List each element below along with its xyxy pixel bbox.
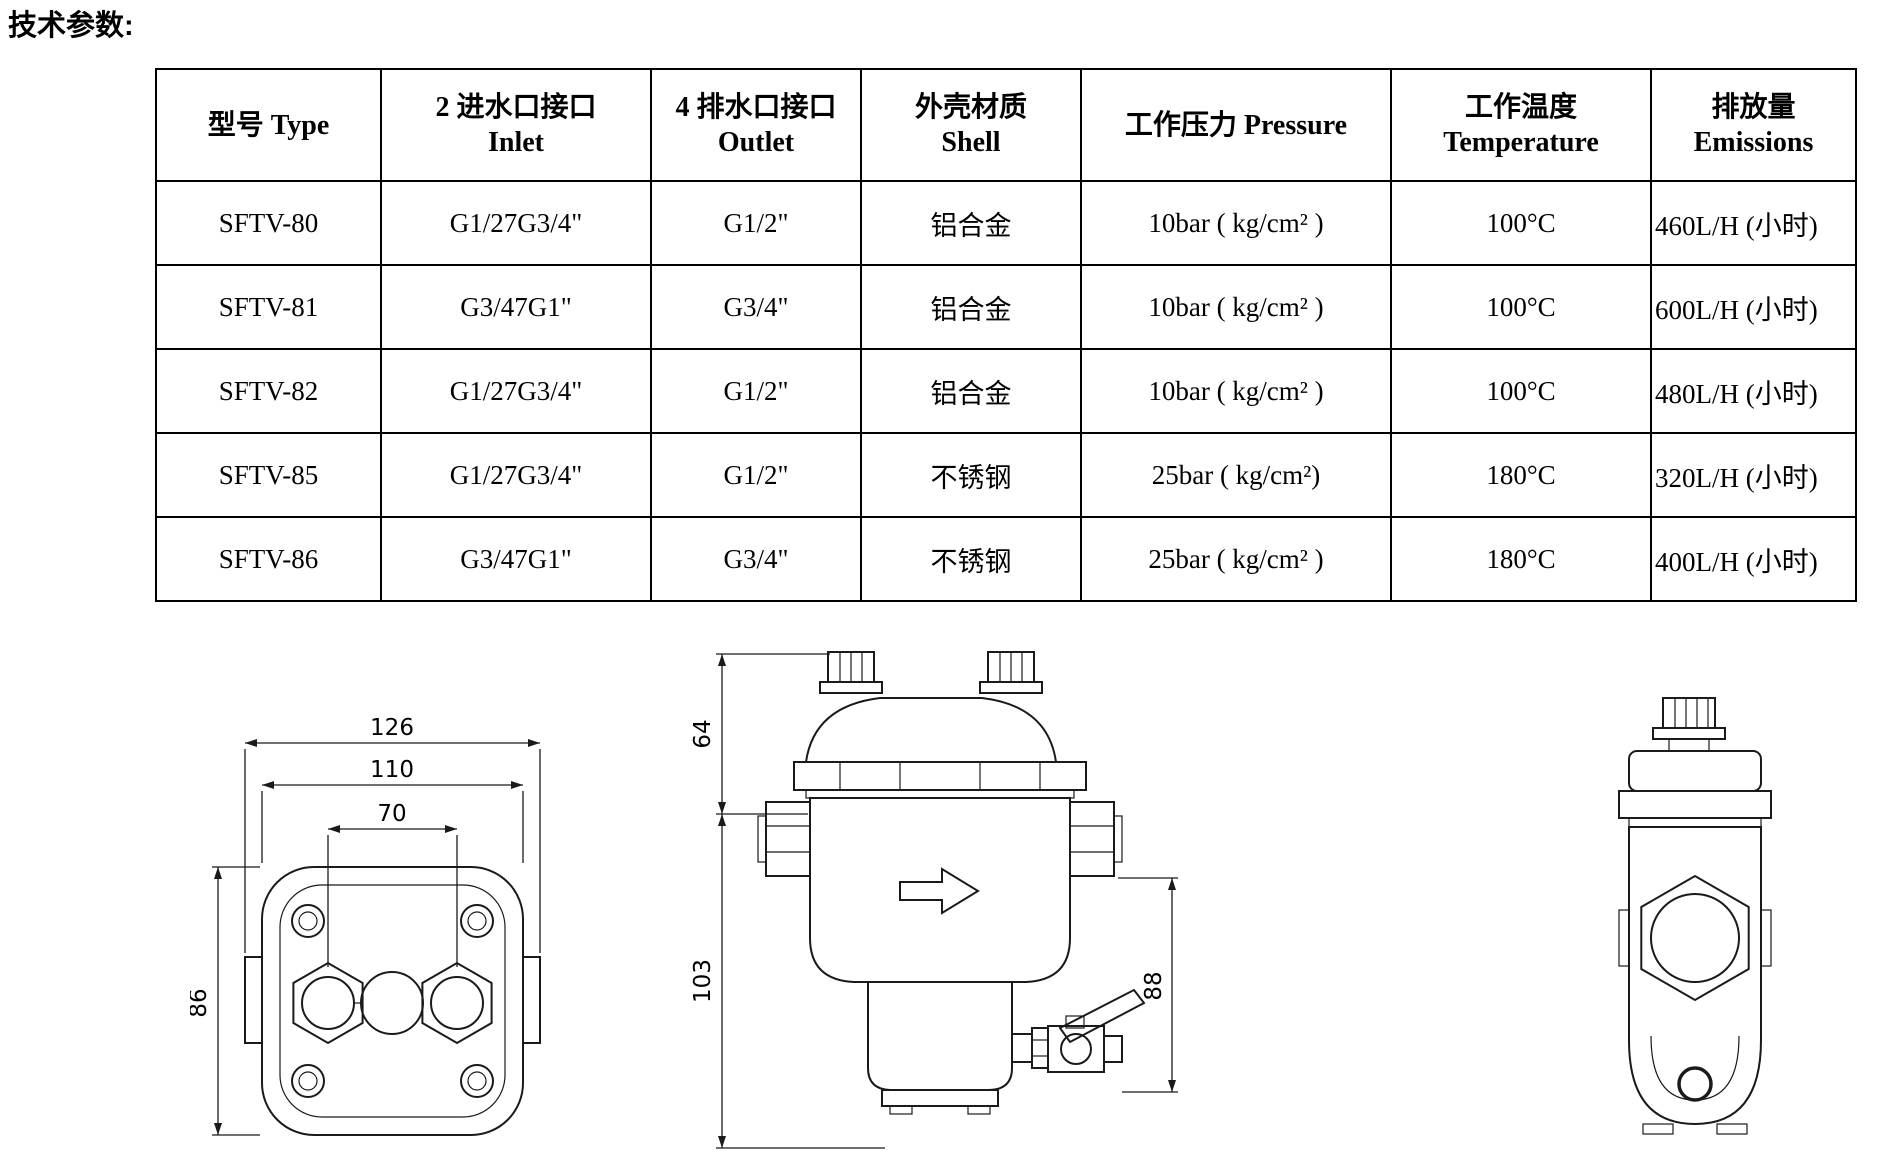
cell-inlet: G3/47G1": [380, 264, 652, 350]
dim-outlet-height-label: 88: [1141, 971, 1167, 1000]
cell-pressure: 25bar ( kg/cm²): [1080, 432, 1392, 518]
dim-overall-width-label: 126: [370, 715, 414, 741]
cell-inlet: G1/27G3/4": [380, 432, 652, 518]
port-hex-end: [1640, 874, 1750, 1002]
outlet-hex-port: [421, 961, 493, 1045]
table-row: SFTV-82 G1/27G3/4" G1/2" 铝合金 10bar ( kg/…: [155, 348, 1857, 434]
cover-bolt: [1652, 697, 1726, 752]
cell-emissions: 460L/H (小时): [1650, 180, 1857, 266]
cell-inlet: G1/27G3/4": [380, 348, 652, 434]
inlet-port-side: [757, 801, 811, 877]
dim-port-spacing-label: 70: [377, 801, 406, 827]
table-row: SFTV-86 G3/47G1" G3/4" 不锈钢 25bar ( kg/cm…: [155, 516, 1857, 602]
table-row: SFTV-80 G1/27G3/4" G1/2" 铝合金 10bar ( kg/…: [155, 180, 1857, 266]
cell-emissions: 480L/H (小时): [1650, 348, 1857, 434]
center-opening: [353, 971, 424, 1035]
dim-cover-height-label: 64: [690, 719, 716, 748]
flow-direction-arrow-icon: [899, 867, 980, 915]
cell-type: SFTV-86: [155, 516, 382, 602]
page-title: 技术参数:: [8, 10, 134, 42]
cell-shell: 不锈钢: [860, 432, 1082, 518]
table-row: SFTV-85 G1/27G3/4" G1/2" 不锈钢 25bar ( kg/…: [155, 432, 1857, 518]
dimension-body-height: 103: [690, 814, 885, 1149]
cell-pressure: 10bar ( kg/cm² ): [1080, 180, 1392, 266]
table-row: SFTV-81 G3/47G1" G3/4" 铝合金 10bar ( kg/cm…: [155, 264, 1857, 350]
column-header-type: 型号 Type: [155, 68, 382, 182]
trap-body-front: [244, 866, 541, 1136]
cell-inlet: G1/27G3/4": [380, 180, 652, 266]
inlet-hex-port: [292, 961, 364, 1045]
dim-height-label: 86: [190, 988, 212, 1017]
cell-temperature: 100°C: [1390, 180, 1652, 266]
cell-temperature: 180°C: [1390, 516, 1652, 602]
cell-type: SFTV-80: [155, 180, 382, 266]
cell-type: SFTV-81: [155, 264, 382, 350]
cell-pressure: 10bar ( kg/cm² ): [1080, 348, 1392, 434]
cell-type: SFTV-82: [155, 348, 382, 434]
dimension-cover-height: 64: [690, 653, 830, 815]
dome-cover: [793, 697, 1087, 799]
cover-bolts: [819, 651, 1043, 694]
drain-opening: [1677, 1066, 1713, 1102]
cell-outlet: G3/4": [650, 264, 862, 350]
base-plate: [881, 1089, 999, 1107]
cell-outlet: G1/2": [650, 432, 862, 518]
dimension-body-width: 110: [261, 757, 524, 863]
cell-shell: 铝合金: [860, 264, 1082, 350]
cell-outlet: G3/4": [650, 516, 862, 602]
end-view-drawing: [1545, 688, 1845, 1158]
cell-outlet: G1/2": [650, 348, 862, 434]
dimension-outlet-height: 88: [1118, 877, 1178, 1093]
left-flange-tab: [244, 956, 263, 1044]
cell-pressure: 25bar ( kg/cm² ): [1080, 516, 1392, 602]
cell-inlet: G3/47G1": [380, 516, 652, 602]
side-view-drawing: 64 103 88: [690, 640, 1190, 1160]
dim-body-width-label: 110: [370, 757, 414, 783]
cell-temperature: 100°C: [1390, 264, 1652, 350]
bolt-holes: [291, 904, 494, 1098]
valve-handle: [1058, 988, 1146, 1044]
cell-emissions: 320L/H (小时): [1650, 432, 1857, 518]
cover-flange: [793, 761, 1087, 791]
column-header-pressure: 工作压力 Pressure: [1080, 68, 1392, 182]
cell-outlet: G1/2": [650, 180, 862, 266]
technical-drawings: 126 110 70 86: [0, 600, 1890, 1157]
cell-shell: 铝合金: [860, 348, 1082, 434]
cell-temperature: 100°C: [1390, 348, 1652, 434]
outlet-port-side: [1069, 801, 1123, 877]
cell-shell: 铝合金: [860, 180, 1082, 266]
cell-emissions: 600L/H (小时): [1650, 264, 1857, 350]
cell-shell: 不锈钢: [860, 516, 1082, 602]
dimension-port-spacing: 70: [327, 801, 458, 967]
front-view-drawing: 126 110 70 86: [190, 715, 590, 1145]
drain-valve: [1011, 988, 1146, 1073]
right-flange-tab: [522, 956, 541, 1044]
dim-body-height-label: 103: [690, 959, 716, 1003]
cell-pressure: 10bar ( kg/cm² ): [1080, 264, 1392, 350]
dimension-overall-width: 126: [244, 715, 541, 953]
cover-end: [1618, 750, 1772, 828]
cell-temperature: 180°C: [1390, 432, 1652, 518]
trap-body-end: [1618, 826, 1772, 1135]
trap-body-side: [809, 797, 1071, 1115]
cell-emissions: 400L/H (小时): [1650, 516, 1857, 602]
cell-type: SFTV-85: [155, 432, 382, 518]
dimension-height: 86: [190, 866, 260, 1136]
